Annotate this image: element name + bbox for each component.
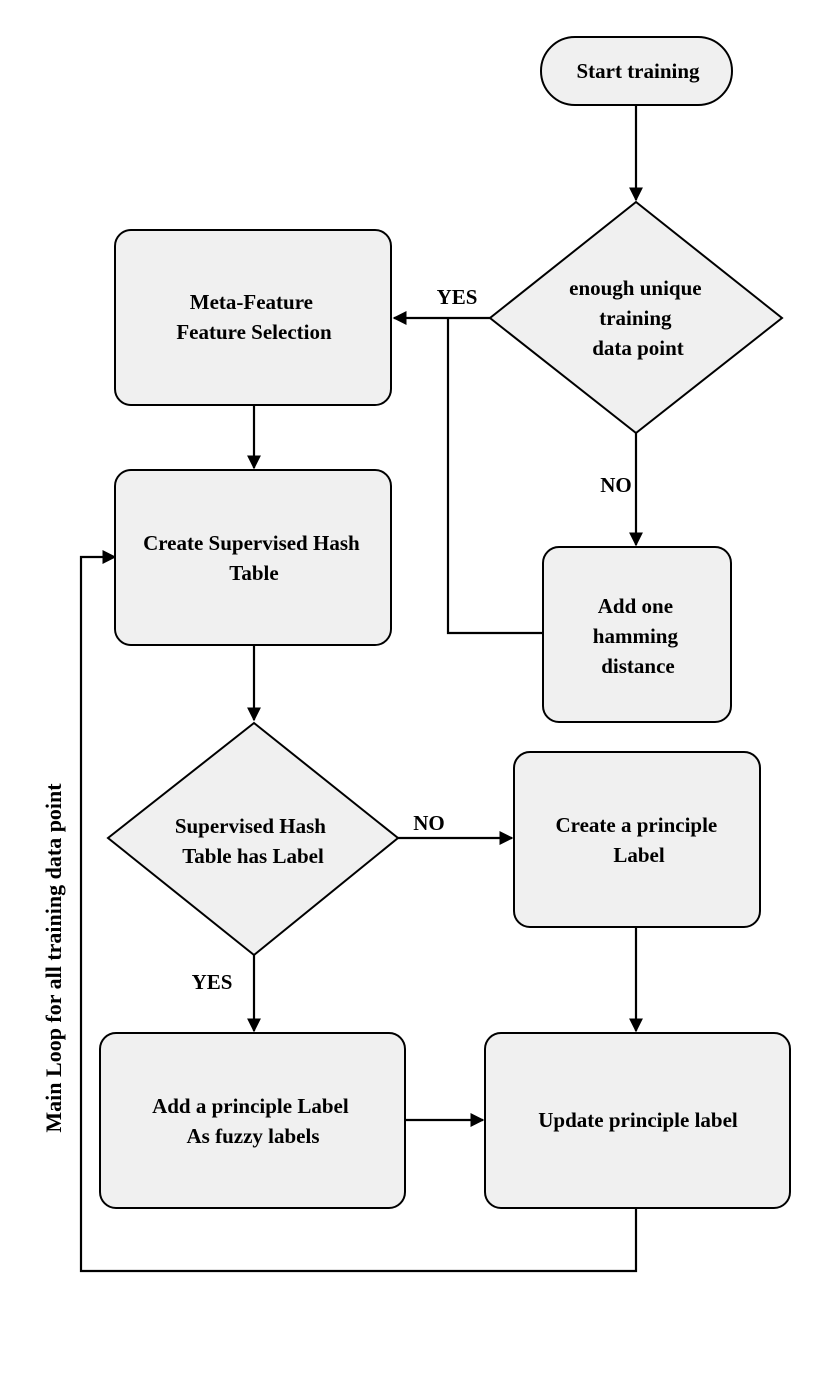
edge-label-unique-yes: YES	[437, 285, 478, 309]
create-principle-line-1: Create a principle	[556, 813, 718, 837]
decision-unique-line-2: training	[599, 306, 672, 330]
node-create-principle	[513, 751, 761, 928]
node-decision-unique	[488, 200, 784, 435]
node-add-fuzzy	[99, 1032, 406, 1209]
node-start-training	[540, 36, 733, 106]
edge-main-loop	[79, 550, 638, 1273]
add-hamming-line-2: hamming	[593, 624, 679, 648]
start-label: Start training	[576, 59, 700, 83]
node-update-label	[484, 1032, 791, 1209]
node-add-hamming	[542, 546, 732, 723]
decision-unique-label: enough unique training data point	[569, 276, 707, 360]
decision-label-line-2: Table has Label	[182, 844, 324, 868]
edge-hamming-loop-back	[446, 318, 543, 635]
add-fuzzy-line-2: As fuzzy labels	[187, 1124, 320, 1148]
main-loop-label: Main Loop for all training data point	[41, 783, 66, 1133]
create-principle-label: Create a principle Label	[556, 813, 723, 867]
create-hash-line-1: Create Supervised Hash	[143, 531, 360, 555]
decision-label-label: Supervised Hash Table has Label	[175, 814, 331, 868]
decision-unique-line-3: data point	[592, 336, 684, 360]
edge-label-label-yes: YES	[192, 970, 233, 994]
meta-feature-label: Meta-Feature Feature Selection	[176, 290, 332, 344]
add-fuzzy-label: Add a principle Label As fuzzy labels	[152, 1094, 354, 1148]
meta-feature-line-1: Meta-Feature	[190, 290, 313, 314]
node-decision-label	[106, 721, 400, 957]
node-labels: Start training enough unique training da…	[143, 59, 738, 1148]
node-meta-feature	[114, 229, 392, 406]
create-principle-line-2: Label	[613, 843, 665, 867]
update-label-label: Update principle label	[538, 1108, 738, 1132]
edge-labels: YES NO NO YES	[192, 285, 632, 994]
add-fuzzy-line-1: Add a principle Label	[152, 1094, 349, 1118]
shapes	[99, 36, 791, 1209]
edge-label-label-no: NO	[413, 811, 445, 835]
start-label-line: Start training	[576, 59, 700, 83]
update-label-line: Update principle label	[538, 1108, 738, 1132]
connectors	[79, 105, 643, 1273]
node-create-hash-table	[114, 469, 392, 646]
create-hash-line-2: Table	[229, 561, 278, 585]
meta-feature-line-2: Feature Selection	[176, 320, 332, 344]
create-hash-label: Create Supervised Hash Table	[143, 531, 365, 585]
add-hamming-line-3: distance	[601, 654, 675, 678]
add-hamming-label: Add one hamming distance	[593, 594, 683, 678]
decision-unique-line-1: enough unique	[569, 276, 701, 300]
add-hamming-line-1: Add one	[598, 594, 673, 618]
decision-label-line-1: Supervised Hash	[175, 814, 326, 838]
edge-label-unique-no: NO	[600, 473, 632, 497]
